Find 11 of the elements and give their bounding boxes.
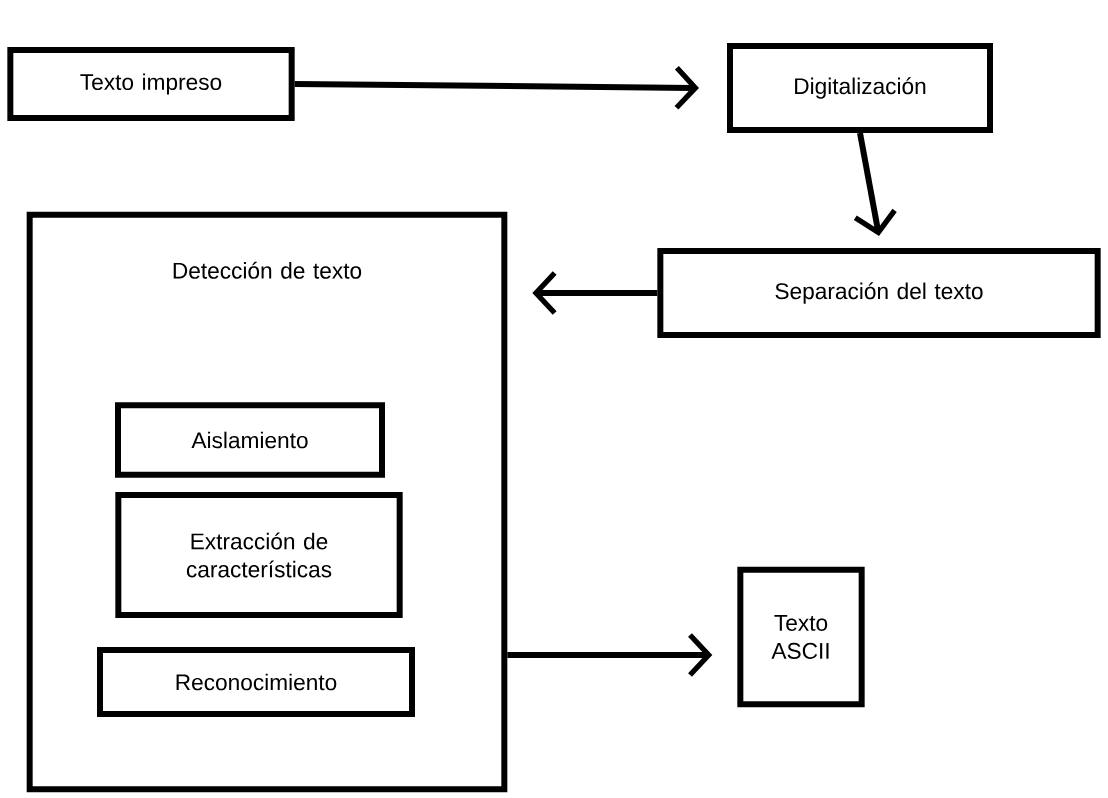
- arrow: [507, 633, 713, 677]
- arrow: [853, 132, 897, 236]
- process-box: Reconocimiento: [97, 647, 415, 717]
- process-box: Texto ASCII: [737, 566, 865, 708]
- process-box: Separación del texto: [657, 248, 1101, 338]
- process-box: Aislamiento: [115, 402, 385, 478]
- process-box: Extracción de características: [115, 492, 403, 618]
- arrow: [532, 271, 658, 315]
- process-box: Digitalización: [727, 43, 993, 133]
- process-box: Texto impreso: [7, 47, 295, 121]
- arrow: [294, 66, 699, 110]
